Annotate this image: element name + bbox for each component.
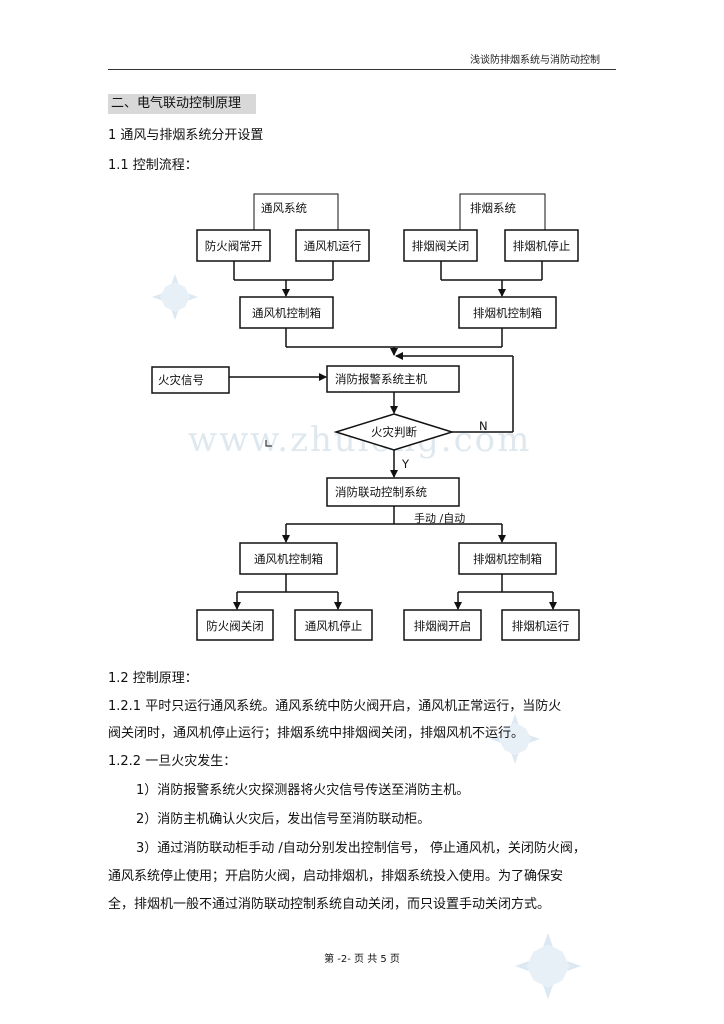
paragraph-1-2-1-line-2: 阀关闭时，通风机停止运行；排烟系统中排烟阀关闭，排烟风机不运行。 [108,726,525,741]
smoke-control-box-top: 排烟机控制箱 [473,306,542,320]
header-title: 浅谈防排烟系统与消防动控制 [470,55,600,66]
list-item-3-line-1: 3）通过消防联动柜手动 /自动分别发出控制信号， 停止通风机，关闭防火阀， [136,841,586,856]
vent-system-label: 通风系统 [261,201,307,215]
section-heading: 二、电气联动控制原理 [108,94,256,114]
heading-1-2-2: 1.2.2 一旦火灾发生： [108,754,237,769]
linkage-system-box: 消防联动控制系统 [335,485,427,499]
heading-1: 1 通风与排烟系统分开设置 [108,128,264,143]
control-flow-diagram [151,193,580,641]
list-item-2: 2）消防主机确认火灾后，发出信号至消防联动柜。 [136,812,431,827]
smoke-fan-stopped-box: 排烟机停止 [512,239,571,253]
paragraph-1-2-1-line-1: 1.2.1 平时只运行通风系统。通风系统中防火阀开启，通风机正常运行，当防火 [108,699,562,714]
heading-1-2: 1.2 控制原理： [108,671,198,686]
smoke-valve-open-box: 排烟阀开启 [413,619,472,633]
smoke-control-box-bottom: 排烟机控制箱 [473,552,542,566]
smoke-fan-run-box: 排烟机运行 [511,619,570,633]
list-item-3-line-3: 全，排烟机一般不通过消防联动控制系统自动关闭，而只设置手动关闭方式。 [108,897,551,912]
vent-control-box-bottom: 通风机控制箱 [254,552,323,566]
fire-damper-close-box: 防火阀关闭 [206,619,264,633]
list-item-1: 1）消防报警系统火灾探测器将火灾信号传送至消防主机。 [136,783,470,798]
smoke-system-label: 排烟系统 [470,201,516,215]
alarm-host-box: 消防报警系统主机 [335,372,427,386]
no-branch-label: N [479,419,488,433]
page-footer: 第 -2- 页 共 5 页 [324,954,400,965]
fire-damper-open-box: 防火阀常开 [204,239,263,253]
fire-signal-box: 火灾信号 [158,373,204,387]
vent-fan-stop-box: 通风机停止 [304,619,363,633]
vent-control-box-top: 通风机控制箱 [252,306,321,320]
watermark-emblem-icon [514,932,582,1000]
watermark-emblem-icon [490,714,540,764]
fire-judgement-diamond: 火灾判断 [371,425,417,439]
manual-auto-label: 手动 /自动 [414,512,466,525]
header-divider [108,69,616,70]
smoke-valve-closed-box: 排烟阀关闭 [411,239,470,253]
list-item-3-line-2: 通风系统停止使用；开启防火阀，启动排烟机，排烟系统投入使用。为了确保安 [108,869,564,884]
vent-fan-running-box: 通风机运行 [303,239,362,253]
heading-1-1: 1.1 控制流程： [108,158,198,173]
watermark-emblem-icon [152,274,198,320]
yes-branch-label: Y [402,457,410,471]
